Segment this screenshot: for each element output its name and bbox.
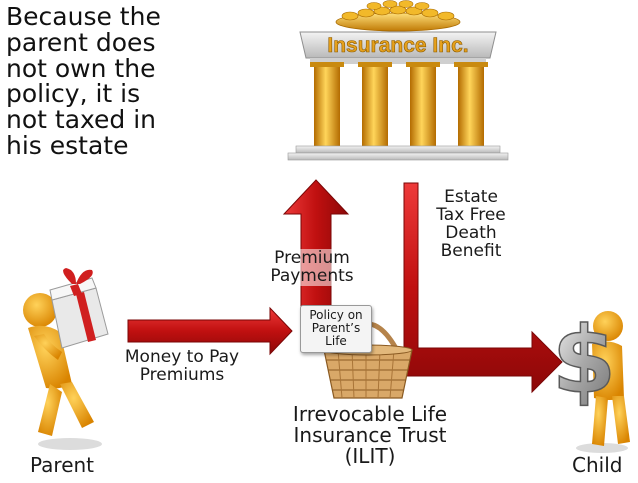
label-line: Tax Free (436, 205, 506, 226)
label-line: Benefit (440, 241, 502, 262)
parent-figure-icon (23, 268, 109, 450)
trust-label: Irrevocable Life Insurance Trust (ILIT) (272, 404, 468, 467)
note-line: policy, it is (6, 79, 141, 109)
label-line: Payments (270, 266, 354, 287)
money-arrow (127, 306, 293, 356)
label-line: Insurance Trust (293, 423, 447, 447)
child-figure-icon: $ (551, 306, 630, 453)
label-line: (ILIT) (344, 444, 396, 468)
policy-line: Life (325, 333, 347, 348)
policy-tag: Policy on Parent’s Life (300, 305, 372, 353)
premium-payments-label: Premium Payments (262, 249, 362, 286)
note-line: parent does (6, 27, 156, 57)
note-line: not own the (6, 53, 156, 83)
label-line: Estate (444, 187, 498, 207)
note-line: his estate (6, 130, 129, 160)
note-line: not taxed in (6, 105, 157, 134)
label-line: Premium (274, 248, 350, 268)
policy-line: Policy on (309, 308, 363, 322)
policy-line: Parent’s (311, 320, 361, 335)
benefit-arrow (403, 182, 563, 394)
child-label: Child (572, 453, 623, 477)
insurance-building-icon (287, 0, 509, 161)
money-to-pay-label: Money to Pay Premiums (112, 348, 252, 385)
death-benefit-label: Estate Tax Free Death Benefit (426, 188, 516, 260)
label-line: Death (445, 223, 497, 244)
label-line: Premiums (139, 365, 225, 386)
parent-label: Parent (30, 453, 95, 477)
company-name: Insurance Inc. (327, 34, 468, 57)
dollar-sign-icon: $ (552, 307, 616, 414)
note-line: Because the (6, 2, 161, 31)
estate-tax-note: Because the parent does not own the poli… (6, 4, 196, 159)
label-line: Money to Pay (124, 347, 240, 367)
label-line: Irrevocable Life (292, 402, 448, 426)
premium-arrow (282, 179, 350, 313)
